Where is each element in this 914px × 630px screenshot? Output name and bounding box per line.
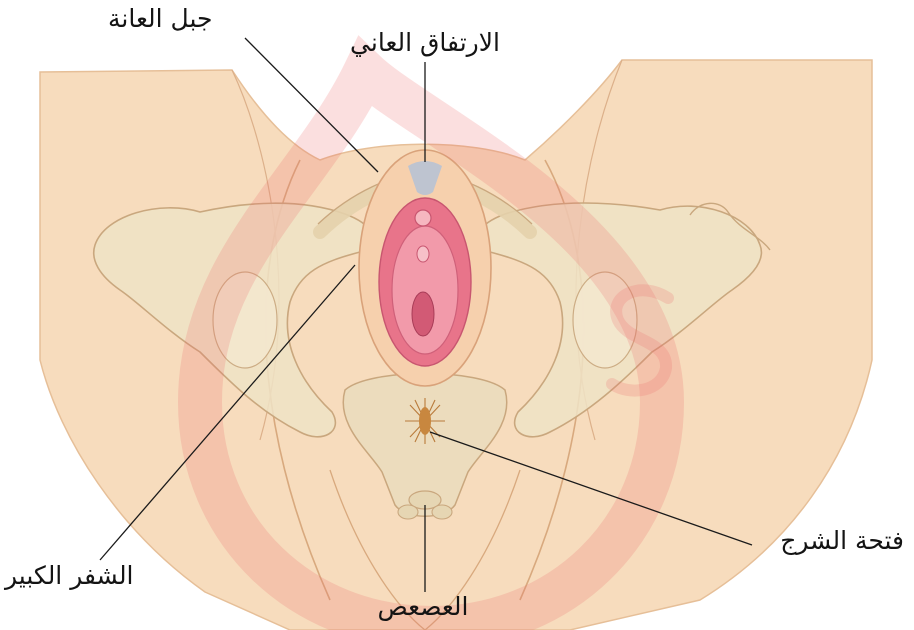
urethral-opening [417, 246, 429, 262]
coccyx-segment-2 [398, 505, 418, 519]
label-anus: فتحة الشرج [780, 528, 904, 553]
label-pubic-symphysis: الارتفاق العاني [350, 30, 500, 55]
anal-opening [419, 407, 431, 435]
label-labia-majora: الشفر الكبير [5, 563, 134, 588]
label-mons-pubis: جبل العانة [108, 6, 212, 31]
clitoris [415, 210, 431, 226]
coccyx-segment-3 [432, 505, 452, 519]
vaginal-opening [412, 292, 434, 336]
label-coccyx: العصعص [378, 594, 469, 619]
